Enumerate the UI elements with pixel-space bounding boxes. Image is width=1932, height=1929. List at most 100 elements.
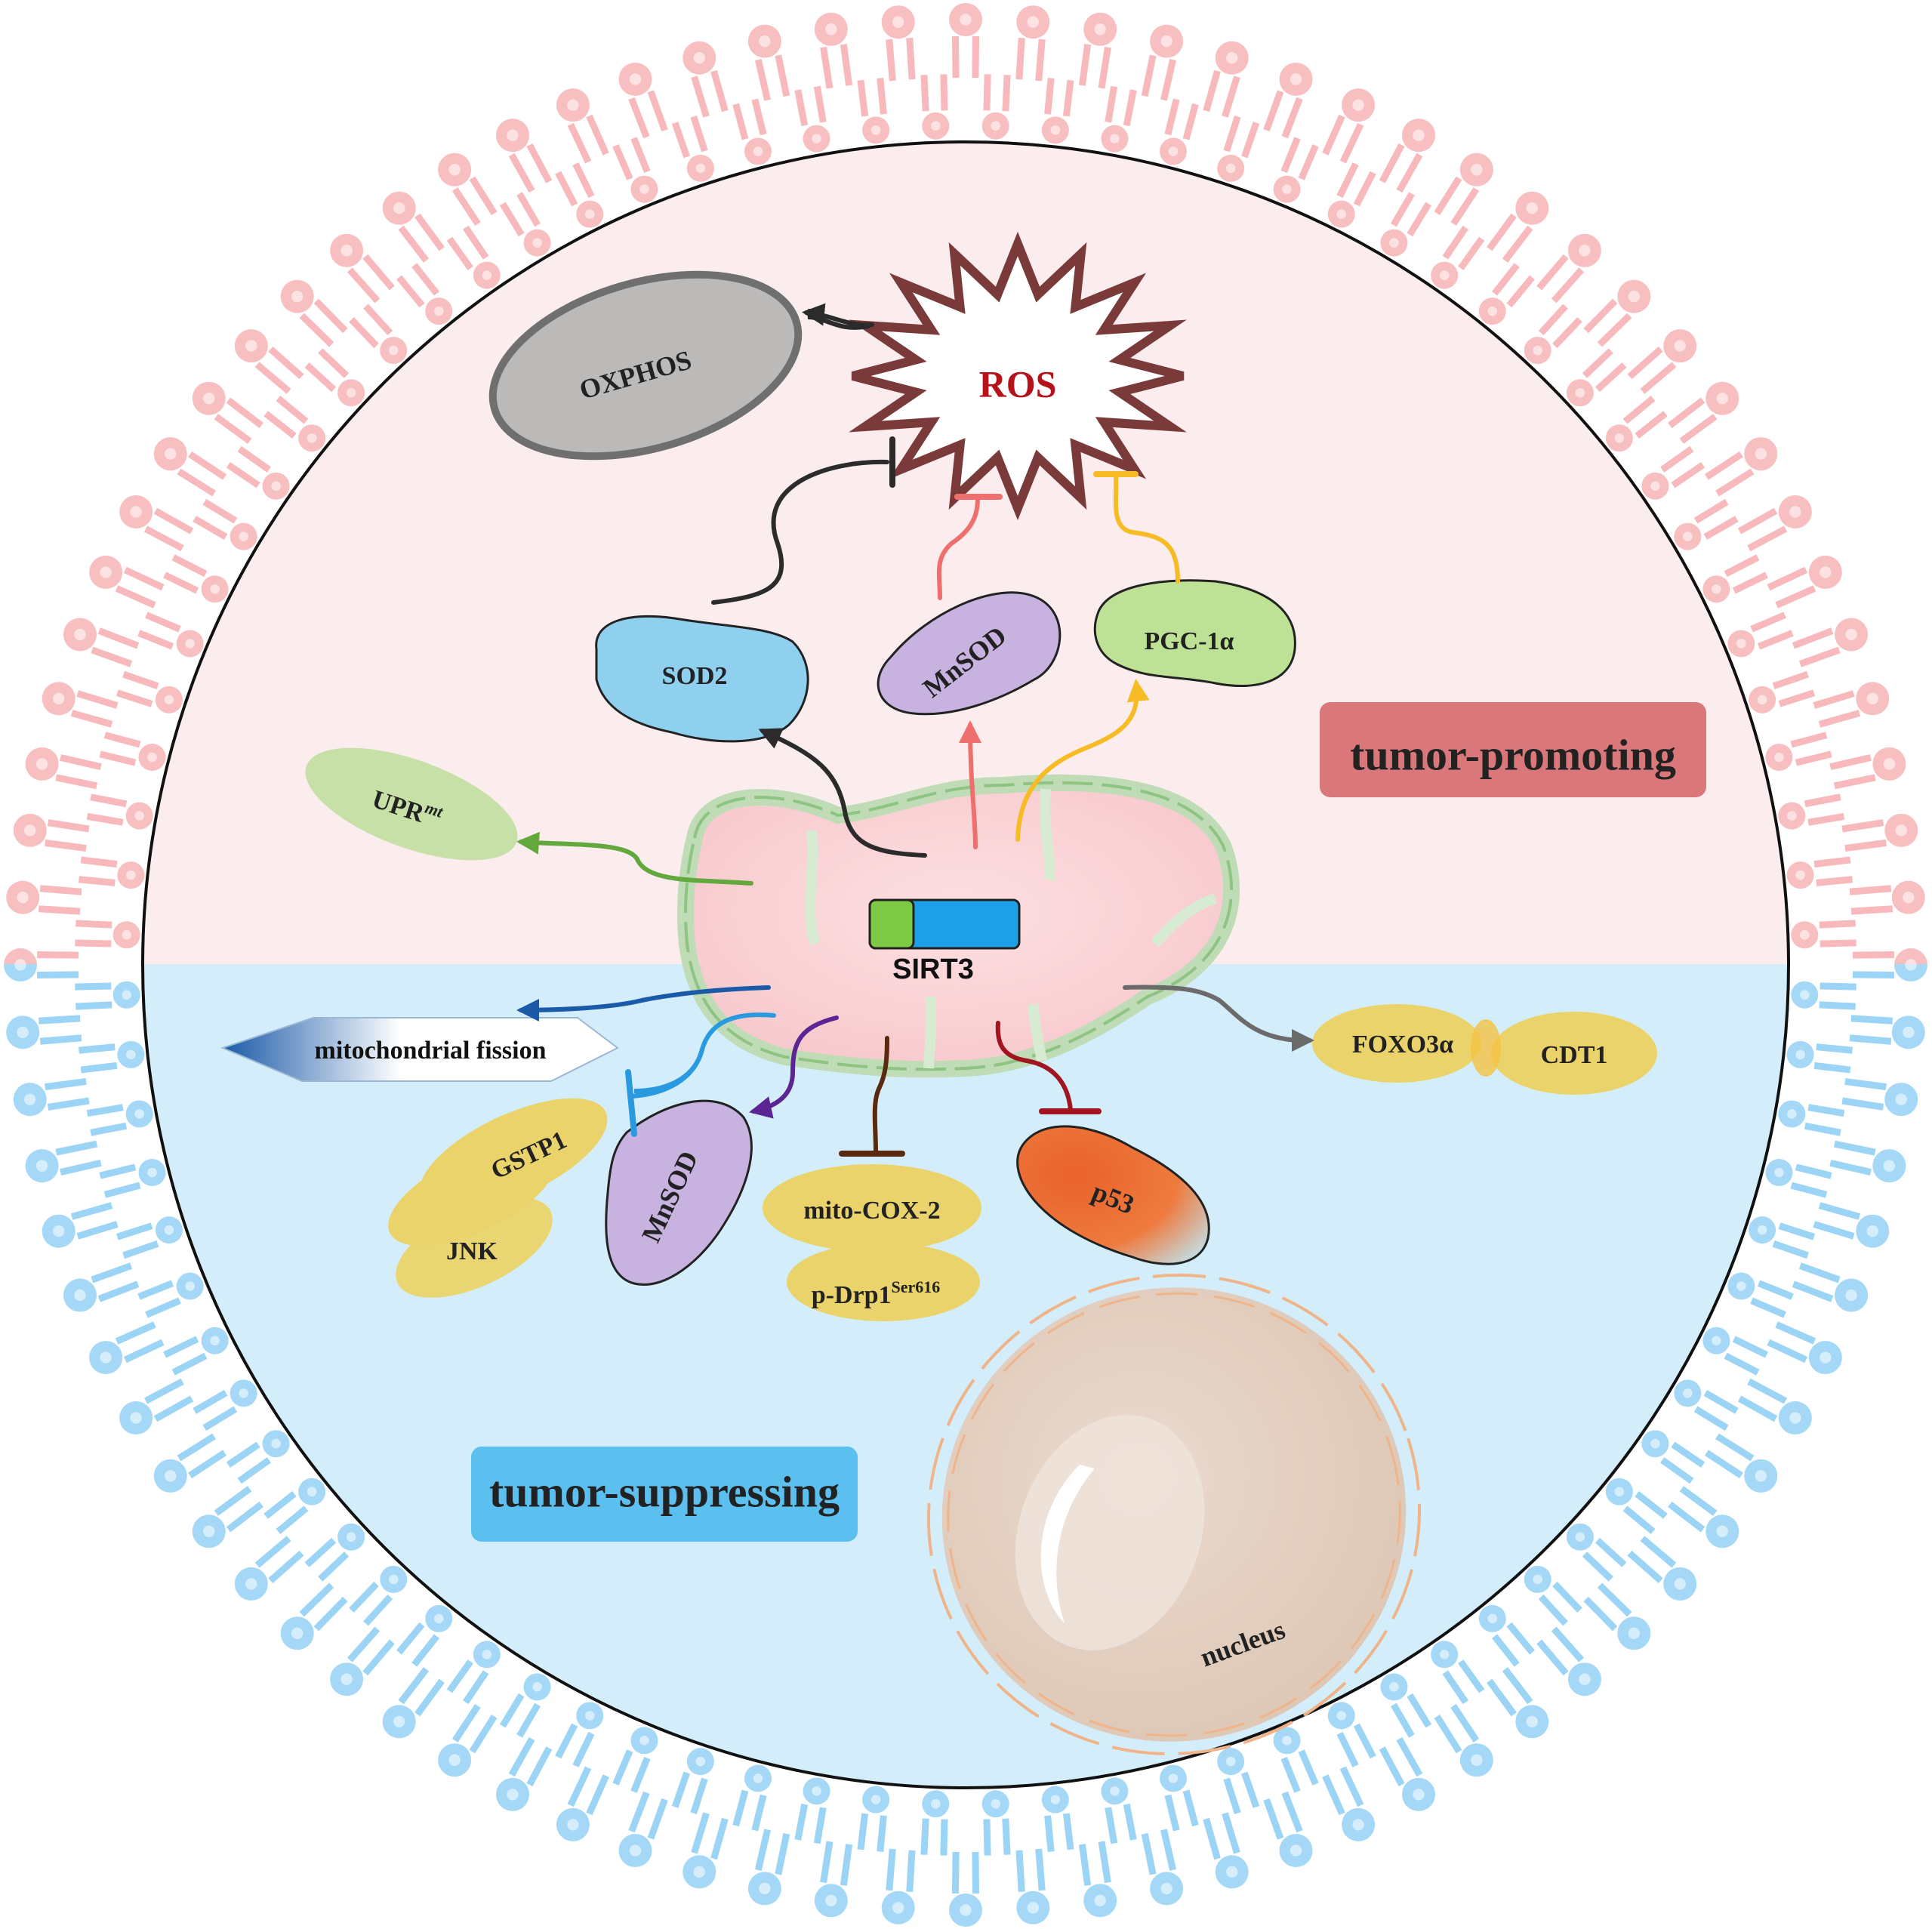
lipid-tail [1396, 1736, 1423, 1777]
lipid-head-highlight [931, 121, 941, 131]
lipid-tail [143, 1378, 184, 1404]
lipid-head-highlight [1290, 73, 1302, 85]
lipid-tail [91, 646, 133, 667]
lipid-head-highlight [584, 209, 595, 219]
lipid-tail [1407, 202, 1432, 237]
lipid-tail [1792, 627, 1834, 649]
lipid-tail [1660, 1457, 1694, 1484]
lipid-head-highlight [147, 752, 157, 763]
lipid-head-highlight [340, 245, 353, 257]
lipid-tail [794, 89, 809, 127]
lipid-tail [1396, 153, 1423, 193]
lipid-head-highlight [100, 1351, 112, 1364]
lipid-head-highlight [1439, 270, 1450, 280]
lipid-tail [398, 225, 430, 263]
lipid-head-highlight [1526, 202, 1538, 214]
lipid-tail [1798, 646, 1841, 667]
lipid-tail [775, 54, 790, 97]
lipid-tail [90, 793, 128, 808]
lipid-head-highlight [1226, 1866, 1238, 1878]
lipid-tail [1671, 461, 1706, 488]
lipid-tail [469, 176, 498, 215]
ros-node: ROS [849, 231, 1187, 521]
lipid-tail [1379, 143, 1405, 183]
lipid-head-highlight [1533, 345, 1543, 356]
nucleus: nucleus [926, 1274, 1422, 1755]
lipid-tail [1778, 689, 1816, 707]
ros-label: ROS [979, 362, 1057, 405]
lipid-tail [318, 1552, 350, 1582]
lipid-head-highlight [1439, 1650, 1450, 1659]
lipid-head-highlight [482, 270, 492, 280]
lipid-head-highlight [1683, 1388, 1693, 1398]
lipid-head-highlight [1282, 1736, 1292, 1746]
mnsod-top-node: MnSOD [877, 591, 1062, 716]
lipid-tail [983, 1819, 991, 1856]
lipid-tail [820, 46, 834, 89]
lipid-tail [1160, 59, 1177, 101]
lipid-tail [55, 1140, 98, 1156]
lipid-tail [1322, 1774, 1345, 1816]
lipid-tail [1298, 144, 1319, 180]
lipid-tail [1160, 1829, 1177, 1871]
lipid-tail [751, 1794, 767, 1832]
lipid-tail [691, 1812, 710, 1854]
lipid-tail [1679, 1486, 1718, 1516]
arrow-sirt3-mnsod [959, 720, 982, 849]
lipid-tail [1622, 1505, 1656, 1534]
lipid-tail [983, 74, 991, 111]
lipid-tail [1795, 750, 1832, 766]
cdt1-label: CDT1 [1541, 1041, 1608, 1069]
lipid-tail [171, 554, 208, 578]
lipid-tail [820, 1841, 834, 1884]
lipid-tail [1223, 1777, 1241, 1815]
lipid-head-highlight [1352, 1819, 1364, 1831]
lipid-tail [1583, 1596, 1618, 1632]
lipid-head-highlight [1487, 1613, 1498, 1624]
arrow-sirt3-pgc1a [1015, 679, 1150, 842]
lipid-tail [710, 1817, 729, 1860]
lipid-tail [38, 1015, 81, 1025]
lipid-tail [79, 876, 116, 886]
lipid-tail [226, 1501, 263, 1533]
lipid-head-highlight [53, 692, 65, 704]
lipid-tail [1002, 1818, 1011, 1855]
lipid-head-highlight [1487, 306, 1498, 316]
lipid-tail [1450, 187, 1480, 226]
lipid-tail [972, 36, 980, 79]
lipid-tail [1778, 1222, 1816, 1240]
lipid-head-highlight [1774, 1167, 1784, 1178]
lipid-tail [97, 1280, 140, 1302]
lipid-head-highlight [567, 99, 579, 111]
lipid-tail [1737, 507, 1778, 535]
lipid-tail [396, 275, 425, 308]
lipid-head-highlight [1795, 1049, 1805, 1060]
lipid-tail [1407, 1693, 1432, 1728]
lipid-tail [1660, 445, 1694, 473]
lipid-head-highlight [1674, 1578, 1686, 1590]
lipid-tail [76, 690, 119, 709]
lipid-tail [99, 750, 137, 766]
lipid-tail [1263, 90, 1284, 132]
lipid-head-highlight [753, 146, 763, 156]
lipid-tail [1820, 982, 1857, 991]
lipid-tail [1263, 1798, 1284, 1840]
lipid-head-highlight [164, 695, 174, 705]
lipid-tail [1757, 630, 1794, 650]
lipid-tail [1182, 1789, 1199, 1827]
lipid-tail [362, 254, 395, 291]
lipid-tail [1807, 1104, 1845, 1117]
lipid-tail [1502, 1667, 1533, 1705]
lipid-tail [754, 1829, 772, 1871]
lipid-head-highlight [1650, 1438, 1660, 1449]
lipid-head-highlight [482, 1650, 492, 1659]
lipid-tail [1336, 1731, 1359, 1767]
lipid-head-highlight [1471, 1754, 1483, 1766]
lipid-head-highlight [1094, 1894, 1106, 1906]
lipid-tail [775, 1832, 790, 1875]
lipid-head-highlight [1774, 752, 1784, 763]
lipid-head-highlight [1050, 1795, 1061, 1804]
lipid-tail [1222, 75, 1240, 118]
lipid-tail [1336, 162, 1359, 199]
lipid-head-highlight [825, 1894, 837, 1906]
